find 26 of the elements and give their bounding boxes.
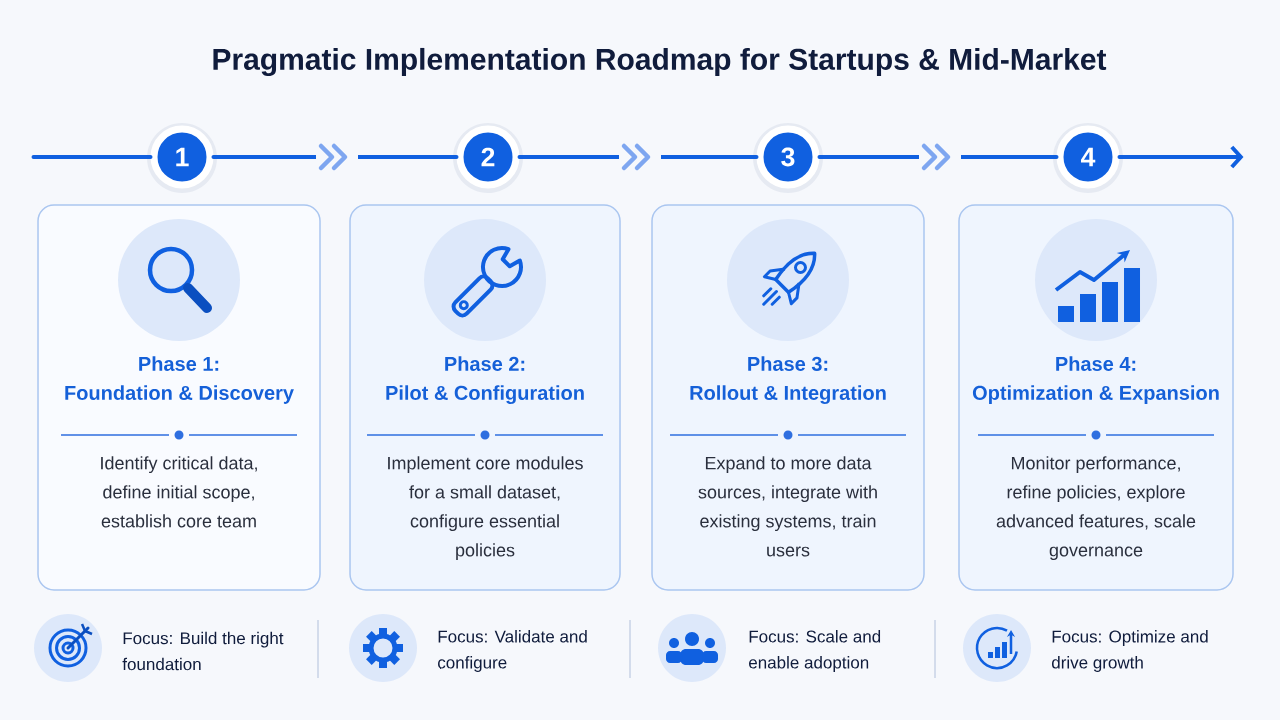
focus-text: Focus: Build the right foundation (122, 631, 284, 671)
phase-card (349, 204, 621, 591)
focus-text: Focus: Validate and configure (438, 630, 587, 672)
step-number: 2 (453, 123, 523, 193)
phase-description: Monitor performance, refine policies, explore advanced features, scale governance (996, 456, 1196, 561)
timeline-arrow (1117, 145, 1244, 169)
focus-text: Focus: Optimize and drive growth (1052, 630, 1208, 672)
phase-card (37, 204, 321, 591)
timeline-arrow (817, 141, 1059, 173)
timeline-arrow (517, 141, 759, 173)
focus-text: Focus: Scale and enable adoption (749, 630, 881, 672)
timeline-arrow (211, 141, 459, 173)
step-number: 4 (1053, 123, 1123, 193)
phase-description: Expand to more data sources, integrate with existing systems, train users (698, 456, 877, 557)
phase-title: Phase 1: Foundation & Discovery (65, 356, 294, 404)
phase-description: Implement core modules for a small dataset, configure essential policies (388, 456, 583, 561)
timeline-line (31, 155, 153, 159)
step-number: 1 (147, 123, 217, 193)
phase-description: Identify critical data, define initial scope, establish core team (101, 456, 257, 528)
phase-title: Phase 4: Optimization & Expansion (972, 356, 1219, 404)
step-number: 3 (753, 123, 823, 193)
title: Pragmatic Implementation Roadmap for Startups & Mid-Market (213, 47, 1107, 77)
phase-title: Phase 2: Pilot & Configuration (386, 356, 584, 404)
phase-card (958, 204, 1234, 591)
phase-title: Phase 3: Rollout & Integration (690, 356, 886, 404)
phase-card (651, 204, 925, 591)
